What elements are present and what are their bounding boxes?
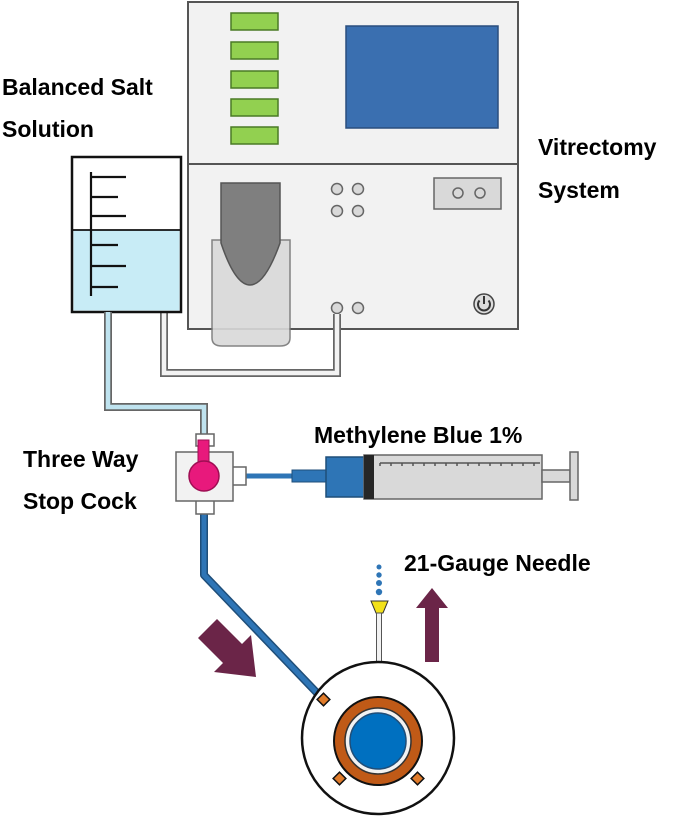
- eye-center: [349, 712, 407, 770]
- green-button: [230, 12, 279, 31]
- labels: Balanced Salt Solution Vitrectomy System…: [2, 74, 657, 576]
- label-solution-line2: Solution: [2, 116, 94, 142]
- stopcock-bottom-port: [195, 499, 215, 515]
- syringe-barrel: [363, 454, 543, 500]
- power-icon: [473, 293, 495, 315]
- green-button: [230, 98, 279, 117]
- control-knobs: [330, 182, 365, 218]
- saline-tubing: [104, 312, 208, 440]
- label-stopcock-line1: Three Way: [23, 446, 139, 472]
- syringe: [291, 451, 579, 501]
- syringe-plunger-rod: [541, 469, 571, 483]
- infusion-port: [316, 692, 331, 707]
- aux-port: [351, 301, 365, 315]
- infusion-port: [330, 301, 344, 315]
- stopcock-side-port: [231, 466, 247, 486]
- green-button: [230, 41, 279, 60]
- bottle-graduations: [89, 172, 126, 296]
- green-button: [230, 70, 279, 89]
- label-solution-line1: Balanced Salt: [2, 74, 153, 100]
- knob: [330, 204, 344, 218]
- eye: [300, 660, 456, 816]
- label-system-line2: System: [538, 177, 620, 203]
- trocar-port: [332, 771, 347, 786]
- needle: [370, 564, 389, 671]
- saline-bottle: [70, 155, 183, 314]
- vitrectomy-machine: [187, 1, 519, 347]
- cassette-chamber: [220, 182, 281, 286]
- dye-tubing: [200, 510, 321, 697]
- machine-green-buttons: [230, 12, 279, 145]
- three-way-stopcock: [175, 433, 247, 515]
- green-button: [230, 126, 279, 145]
- label-system-line1: Vitrectomy: [538, 134, 657, 160]
- syringe-plunger-seal: [364, 455, 374, 499]
- syringe-dye: [325, 456, 365, 498]
- syringe-tip: [291, 469, 327, 483]
- knob: [330, 182, 344, 196]
- connector-port: [452, 187, 464, 199]
- bottle-machine-tubing: [160, 312, 341, 377]
- arrow-down-right-icon: [198, 619, 256, 677]
- syringe-plunger-cap: [569, 451, 579, 501]
- knob: [351, 204, 365, 218]
- label-stopcock-line2: Stop Cock: [23, 488, 137, 514]
- label-syringe: Methylene Blue 1%: [314, 422, 522, 448]
- stopcock-valve: [188, 460, 220, 492]
- connector-port: [474, 187, 486, 199]
- knob: [351, 182, 365, 196]
- connector-box: [433, 177, 502, 210]
- label-needle: 21-Gauge Needle: [404, 550, 591, 576]
- needle-hub: [370, 600, 389, 614]
- saline-fluid: [73, 230, 180, 311]
- dye-droplets: [375, 564, 383, 596]
- syringe-graduations: [379, 462, 540, 466]
- cassette: [211, 182, 291, 347]
- machine-screen: [345, 25, 499, 129]
- trocar-port: [410, 771, 425, 786]
- arrow-up-icon: [416, 588, 448, 662]
- connector-panel: [433, 177, 502, 210]
